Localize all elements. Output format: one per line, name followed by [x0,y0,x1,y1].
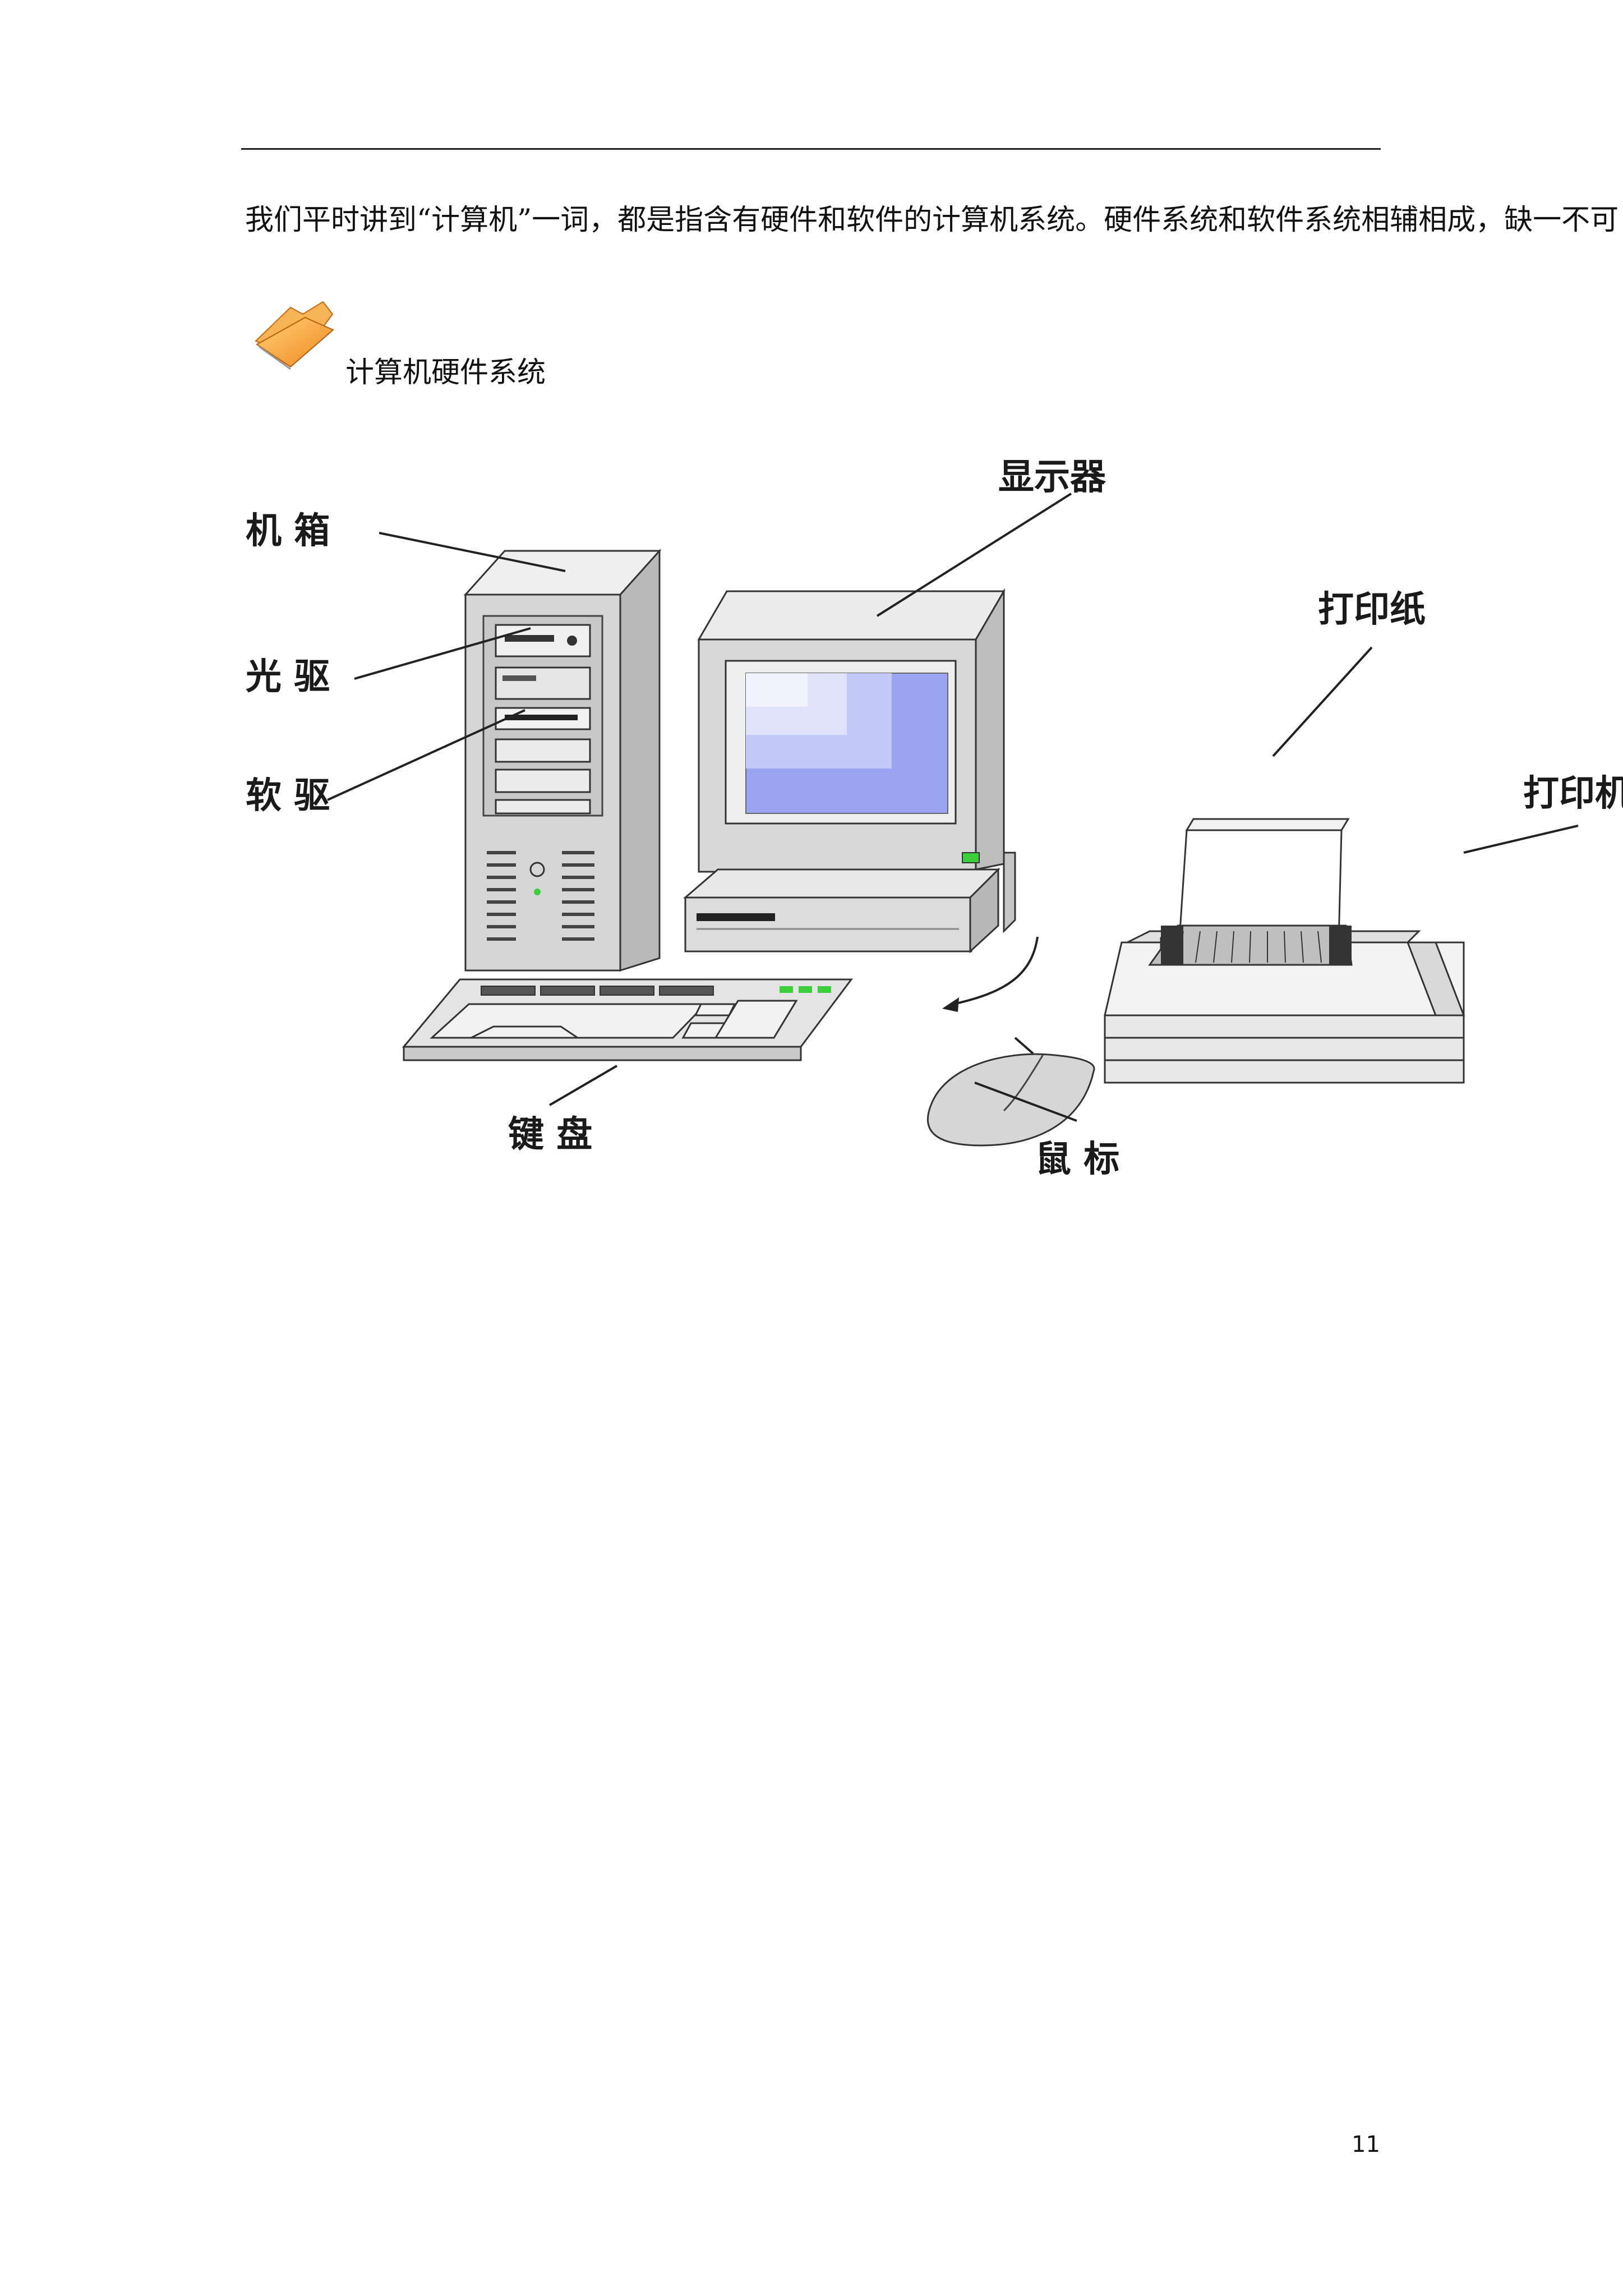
folder-icon [251,297,335,376]
page-number: 11 [1352,2132,1380,2157]
label-monitor: 显示器 [998,456,1106,498]
label-printer-paper: 打印纸 [1318,588,1426,631]
intro-paragraph: 我们平时讲到“计算机”一词，都是指含有硬件和软件的计算机系统。硬件系统和软件系统… [245,204,1619,237]
label-printer: 打印机 [1523,772,1623,815]
computer-hardware-diagram: 机 箱 光 驱 软 驱 显示器 打印纸 打印机 键 盘 鼠 标 [230,438,1623,1212]
section-heading: 计算机硬件系统 [345,356,546,389]
label-mouse: 鼠 标 [1035,1138,1119,1180]
label-floppy: 软 驱 [246,775,330,817]
printer [1104,818,1465,1084]
label-case: 机 箱 [246,510,330,552]
tower-case [463,549,662,972]
header-rule [241,148,1381,150]
monitor [683,588,1016,954]
mouse [926,936,1095,1147]
label-keyboard: 键 盘 [508,1114,592,1156]
keyboard [402,978,853,1061]
label-cdrom: 光 驱 [246,656,330,698]
